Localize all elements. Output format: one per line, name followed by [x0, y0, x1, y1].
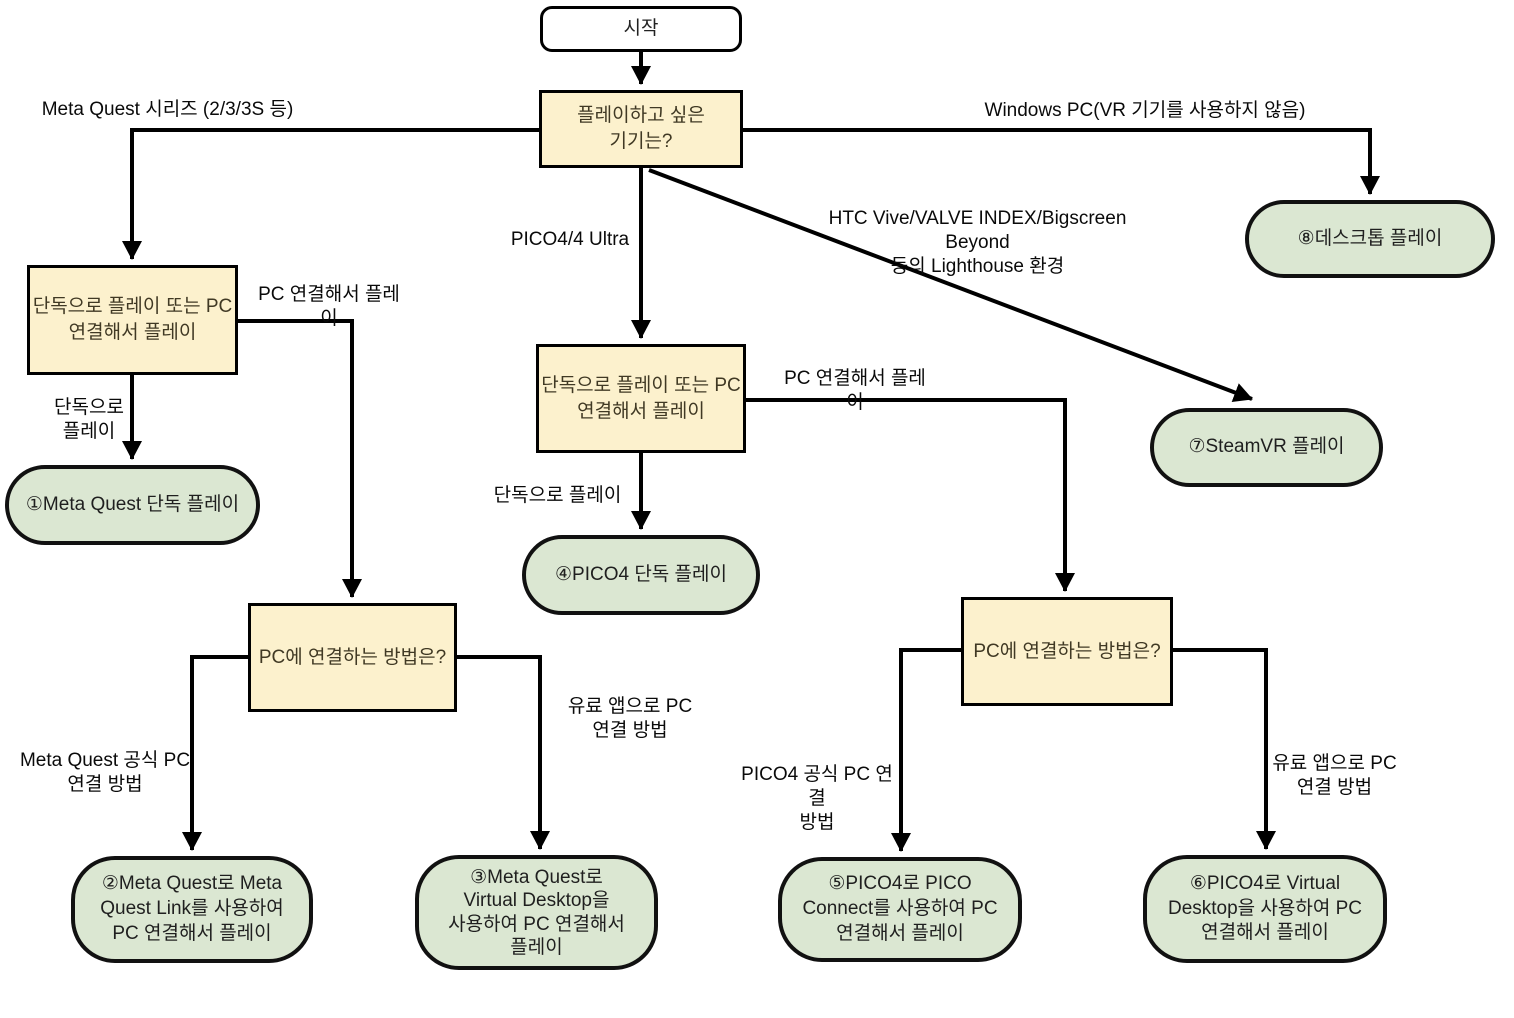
edge-label-meta-official: Meta Quest 공식 PC 연결 방법	[19, 750, 191, 795]
device-question-node: 플레이하고 싶은 기기는?	[539, 90, 743, 168]
edge-pico-to-pcmethod	[746, 398, 1075, 592]
edge-meta-to-pcmethod	[238, 319, 362, 598]
edge-metapc-to-result3	[457, 655, 550, 850]
edge-label-paid-app-pico: 유료 앱으로 PC 연결 방법	[1272, 753, 1397, 798]
pico-pc-method-question-node: PC에 연결하는 방법은?	[961, 597, 1173, 706]
result-8-node: ⑧데스크톱 플레이	[1245, 200, 1495, 278]
edge-device-to-desktop	[743, 128, 1380, 195]
result-6-node: ⑥PICO4로 Virtual Desktop을 사용하여 PC 연결해서 플레…	[1143, 855, 1387, 963]
edge-device-to-meta	[122, 128, 539, 260]
edge-label-standalone-meta: 단독으로 플레이	[54, 397, 124, 442]
result-7-node: ⑦SteamVR 플레이	[1150, 408, 1383, 487]
result-1-node: ①Meta Quest 단독 플레이	[5, 465, 260, 545]
edge-label-pico-official: PICO4 공식 PC 연결 방법	[741, 764, 893, 833]
edge-picopc-to-result5	[891, 648, 961, 852]
pico-standalone-question-node: 단독으로 플레이 또는 PC 연결해서 플레이	[536, 344, 746, 453]
edge-metapc-to-result2	[182, 655, 248, 851]
edge-label-pico4: PICO4/4 Ultra	[510, 229, 630, 250]
result-3-node: ③Meta Quest로 Virtual Desktop을 사용하여 PC 연결…	[415, 855, 658, 970]
edge-picopc-to-result6	[1173, 648, 1276, 850]
start-node: 시작	[540, 6, 742, 52]
meta-pc-method-question-node: PC에 연결하는 방법은?	[248, 603, 457, 712]
result-2-node: ②Meta Quest로 Meta Quest Link를 사용하여 PC 연결…	[71, 856, 313, 963]
edge-label-pc-connect-pico: PC 연결해서 플레이	[784, 368, 926, 413]
edge-label-lighthouse: HTC Vive/VALVE INDEX/Bigscreen Beyond 등의…	[828, 208, 1127, 277]
result-4-node: ④PICO4 단독 플레이	[522, 535, 760, 615]
edge-label-standalone-pico: 단독으로 플레이	[493, 485, 622, 506]
result-5-node: ⑤PICO4로 PICO Connect를 사용하여 PC 연결해서 플레이	[778, 857, 1022, 962]
edge-label-pc-connect-meta: PC 연결해서 플레이	[258, 284, 400, 329]
meta-standalone-question-node: 단독으로 플레이 또는 PC 연결해서 플레이	[27, 265, 238, 375]
edge-label-paid-app-meta: 유료 앱으로 PC 연결 방법	[567, 696, 693, 741]
edge-label-meta-quest-series: Meta Quest 시리즈 (2/3/3S 등)	[41, 99, 294, 120]
edge-label-windows-pc: Windows PC(VR 기기를 사용하지 않음)	[984, 100, 1306, 121]
